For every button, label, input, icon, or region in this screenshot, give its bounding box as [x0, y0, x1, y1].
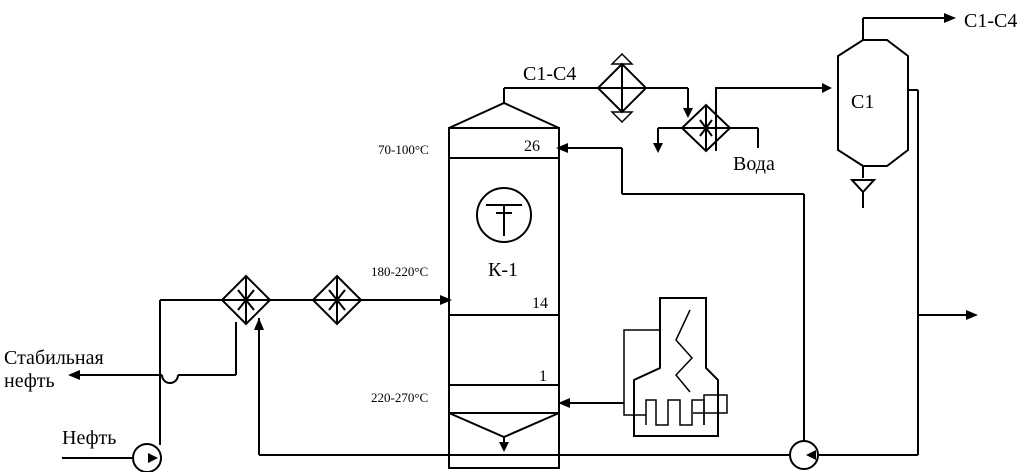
- separator-label: C1: [851, 91, 874, 113]
- crude-oil-label: Нефть: [62, 427, 116, 449]
- temp-mid-label: 180-220°C: [371, 264, 428, 279]
- furnace: [558, 297, 728, 437]
- c1c4-top-label: C1-C4: [964, 10, 1017, 32]
- tray-26-label: 26: [524, 138, 540, 155]
- feed-heaters: [62, 274, 452, 472]
- tray-1-label: 1: [539, 368, 547, 385]
- column-label: К-1: [488, 259, 518, 281]
- stable-oil-label-line1: Стабильная: [4, 347, 104, 369]
- column-k1: [448, 88, 560, 469]
- reflux-system: [254, 143, 819, 470]
- water-label: Вода: [733, 153, 775, 175]
- overhead-system: [504, 52, 832, 153]
- tray-symbol-icon: [476, 187, 532, 243]
- temp-bot-label: 220-270°C: [371, 390, 428, 405]
- temp-top-label: 70-100°C: [378, 142, 429, 157]
- separator-c1: [818, 13, 978, 456]
- c1c4-mid-label: C1-C4: [523, 63, 576, 85]
- stable-oil-label-line2: нефть: [4, 370, 55, 392]
- tray-14-label: 14: [532, 295, 548, 312]
